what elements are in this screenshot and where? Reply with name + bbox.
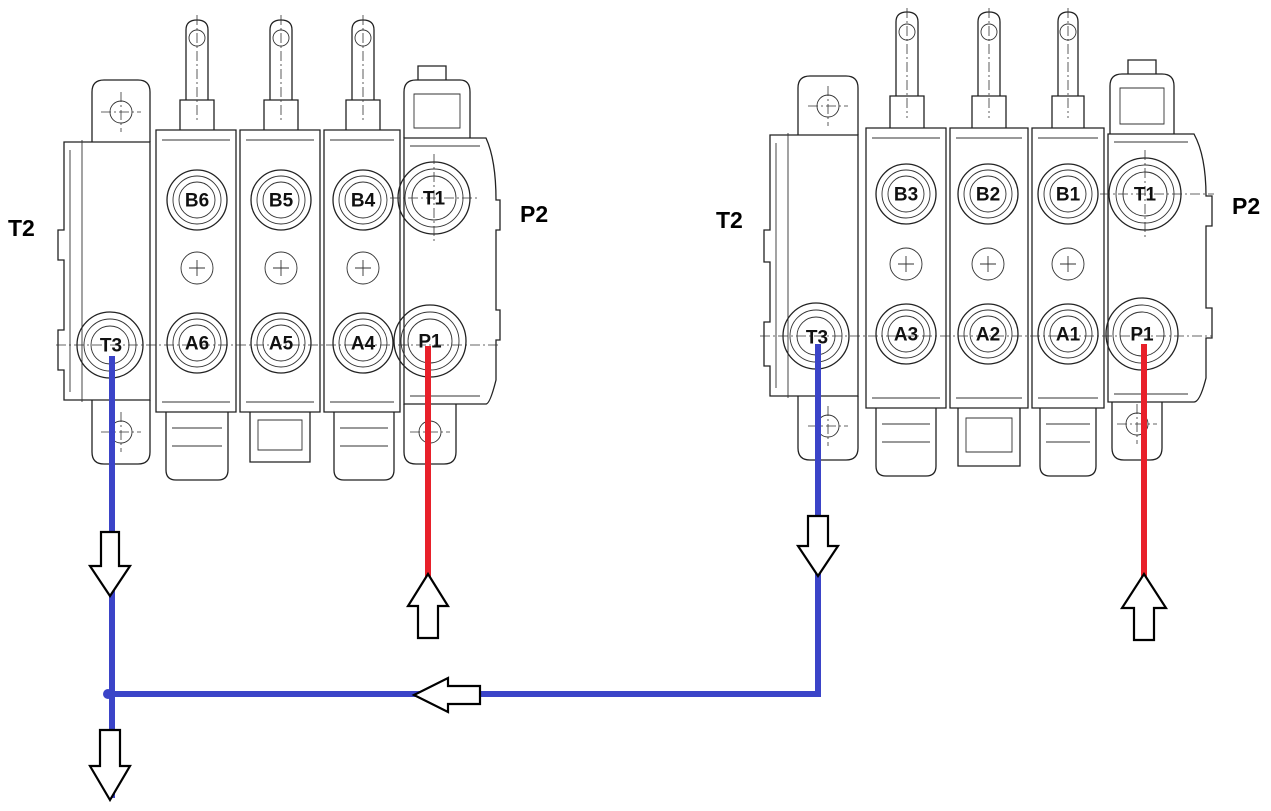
right-pressure-up-arrow-icon — [1119, 571, 1169, 642]
right-port-a2: A2 — [976, 325, 1000, 346]
left-valve-labels: T2 P2 B6 B5 B4 T1 T3 A6 A5 A4 P1 — [8, 189, 548, 357]
right-return-down-arrow-icon — [795, 514, 841, 578]
left-port-p1: P1 — [418, 332, 442, 353]
right-port-a1: A1 — [1056, 325, 1081, 346]
flow-arrows — [87, 514, 1169, 803]
left-section-4 — [323, 15, 401, 481]
right-valve-block — [760, 8, 1214, 477]
left-t2-label: T2 — [8, 215, 35, 241]
outlet-down-arrow-icon — [88, 728, 132, 803]
right-port-rings — [760, 150, 1214, 371]
right-port-b3: B3 — [894, 185, 918, 206]
right-p2-label: P2 — [1232, 193, 1260, 219]
right-port-p1: P1 — [1130, 325, 1154, 346]
junction-left-arrow-icon — [411, 676, 482, 714]
right-port-t1: T1 — [1134, 185, 1157, 206]
left-section-5 — [239, 15, 321, 463]
left-port-b4: B4 — [351, 191, 376, 212]
junction-point — [103, 689, 113, 699]
right-port-a3: A3 — [894, 325, 918, 346]
right-section-3 — [865, 8, 947, 477]
right-outlet-cover — [1107, 59, 1213, 461]
pressure-lines — [425, 344, 1147, 578]
right-valve-labels: T2 P2 B3 B2 B1 T1 T3 A3 A2 A1 P1 — [716, 185, 1260, 349]
right-t2-label: T2 — [716, 207, 743, 233]
left-port-a6: A6 — [185, 334, 209, 355]
left-outlet-cover — [403, 65, 501, 465]
left-port-b6: B6 — [185, 191, 209, 212]
right-port-b1: B1 — [1056, 185, 1081, 206]
right-port-b2: B2 — [976, 185, 1000, 206]
left-return-down-arrow-icon — [87, 530, 133, 598]
left-port-a4: A4 — [351, 334, 376, 355]
left-port-rings — [56, 154, 500, 379]
left-port-t1: T1 — [423, 189, 446, 210]
left-section-6 — [155, 15, 237, 481]
left-pressure-up-arrow-icon — [406, 571, 450, 640]
right-port-t3: T3 — [806, 328, 828, 349]
left-port-t3: T3 — [100, 336, 122, 357]
left-port-a5: A5 — [269, 334, 294, 355]
left-port-b5: B5 — [269, 191, 294, 212]
right-section-1 — [1031, 8, 1105, 477]
left-valve-block — [56, 15, 501, 481]
right-section-2 — [949, 8, 1029, 467]
left-p2-label: P2 — [520, 201, 548, 227]
